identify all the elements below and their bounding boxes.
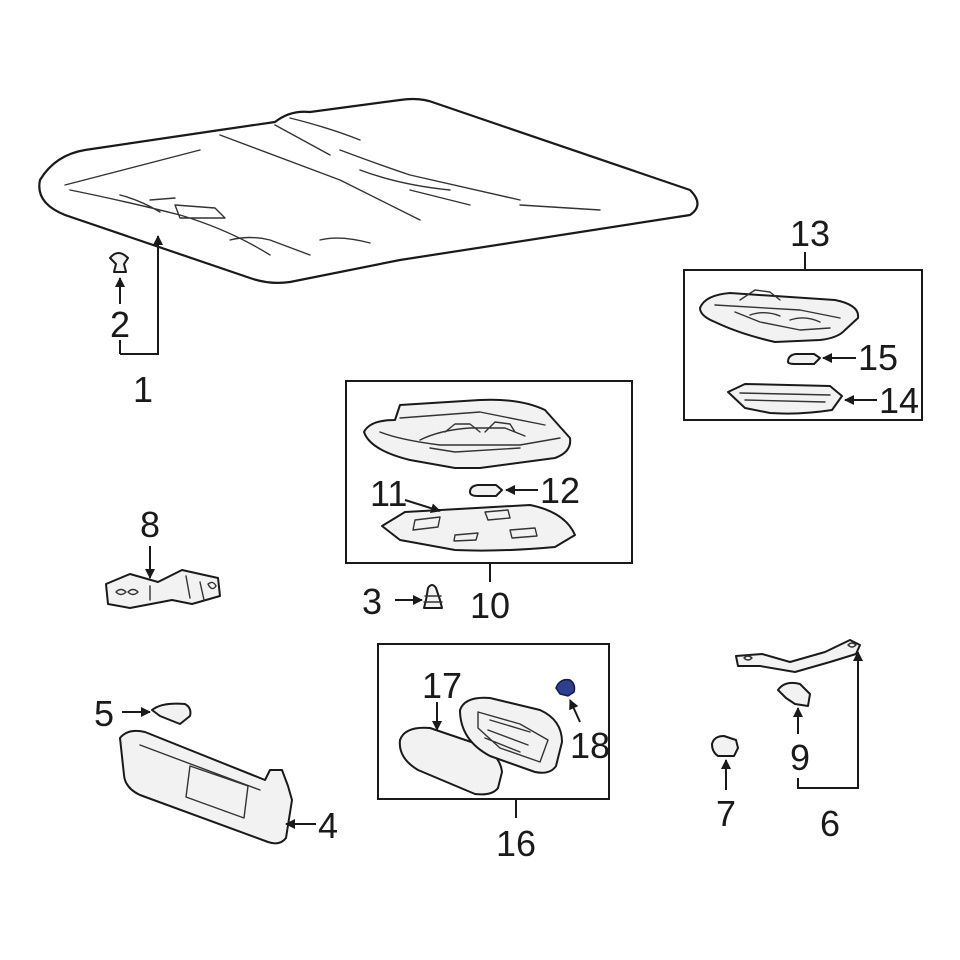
mirror-housing-part[interactable] bbox=[459, 696, 563, 774]
callout-8: 8 bbox=[140, 504, 160, 545]
callout-14: 14 bbox=[879, 380, 919, 421]
leader-18 bbox=[569, 699, 581, 723]
sunvisor-4-part[interactable] bbox=[119, 729, 293, 845]
cover-9-part[interactable] bbox=[777, 681, 811, 707]
lens-14-part[interactable] bbox=[727, 383, 843, 415]
bulb-15-part[interactable] bbox=[787, 353, 821, 365]
frame-16 bbox=[377, 643, 610, 800]
retainer-clip-part[interactable] bbox=[109, 252, 129, 273]
lens-11-part[interactable] bbox=[381, 504, 576, 552]
callout-5: 5 bbox=[94, 693, 114, 734]
callout-4: 4 bbox=[318, 805, 338, 846]
leader-1 bbox=[120, 235, 163, 355]
callout-10: 10 bbox=[470, 585, 510, 626]
visor-clip-5-part[interactable] bbox=[151, 702, 192, 725]
callout-13: 13 bbox=[790, 213, 830, 254]
frame-13 bbox=[683, 269, 923, 421]
dome-lamp-housing-part[interactable] bbox=[363, 398, 572, 469]
bracket-8-part[interactable] bbox=[105, 569, 221, 609]
callout-2: 2 bbox=[110, 304, 130, 345]
grab-handle-6-part[interactable] bbox=[735, 639, 861, 673]
headliner-part[interactable] bbox=[38, 97, 699, 284]
bulb-12-part[interactable] bbox=[469, 484, 503, 497]
cap-7-part[interactable] bbox=[711, 735, 739, 757]
callout-17: 17 bbox=[422, 665, 462, 706]
callout-1: 1 bbox=[133, 369, 153, 410]
callout-15: 15 bbox=[858, 337, 898, 378]
push-clip-3-part[interactable] bbox=[423, 584, 443, 609]
leader-11 bbox=[404, 499, 441, 514]
screw-18-part[interactable] bbox=[555, 678, 576, 697]
callout-3: 3 bbox=[362, 581, 382, 622]
callout-12: 12 bbox=[540, 470, 580, 511]
callout-6: 6 bbox=[820, 803, 840, 844]
callout-18: 18 bbox=[570, 725, 610, 766]
callout-9: 9 bbox=[790, 737, 810, 778]
callout-16: 16 bbox=[496, 823, 536, 864]
leader-6 bbox=[797, 651, 863, 789]
callout-11: 11 bbox=[370, 473, 407, 514]
overhead-console-part[interactable] bbox=[699, 289, 860, 343]
callout-7: 7 bbox=[716, 793, 736, 834]
